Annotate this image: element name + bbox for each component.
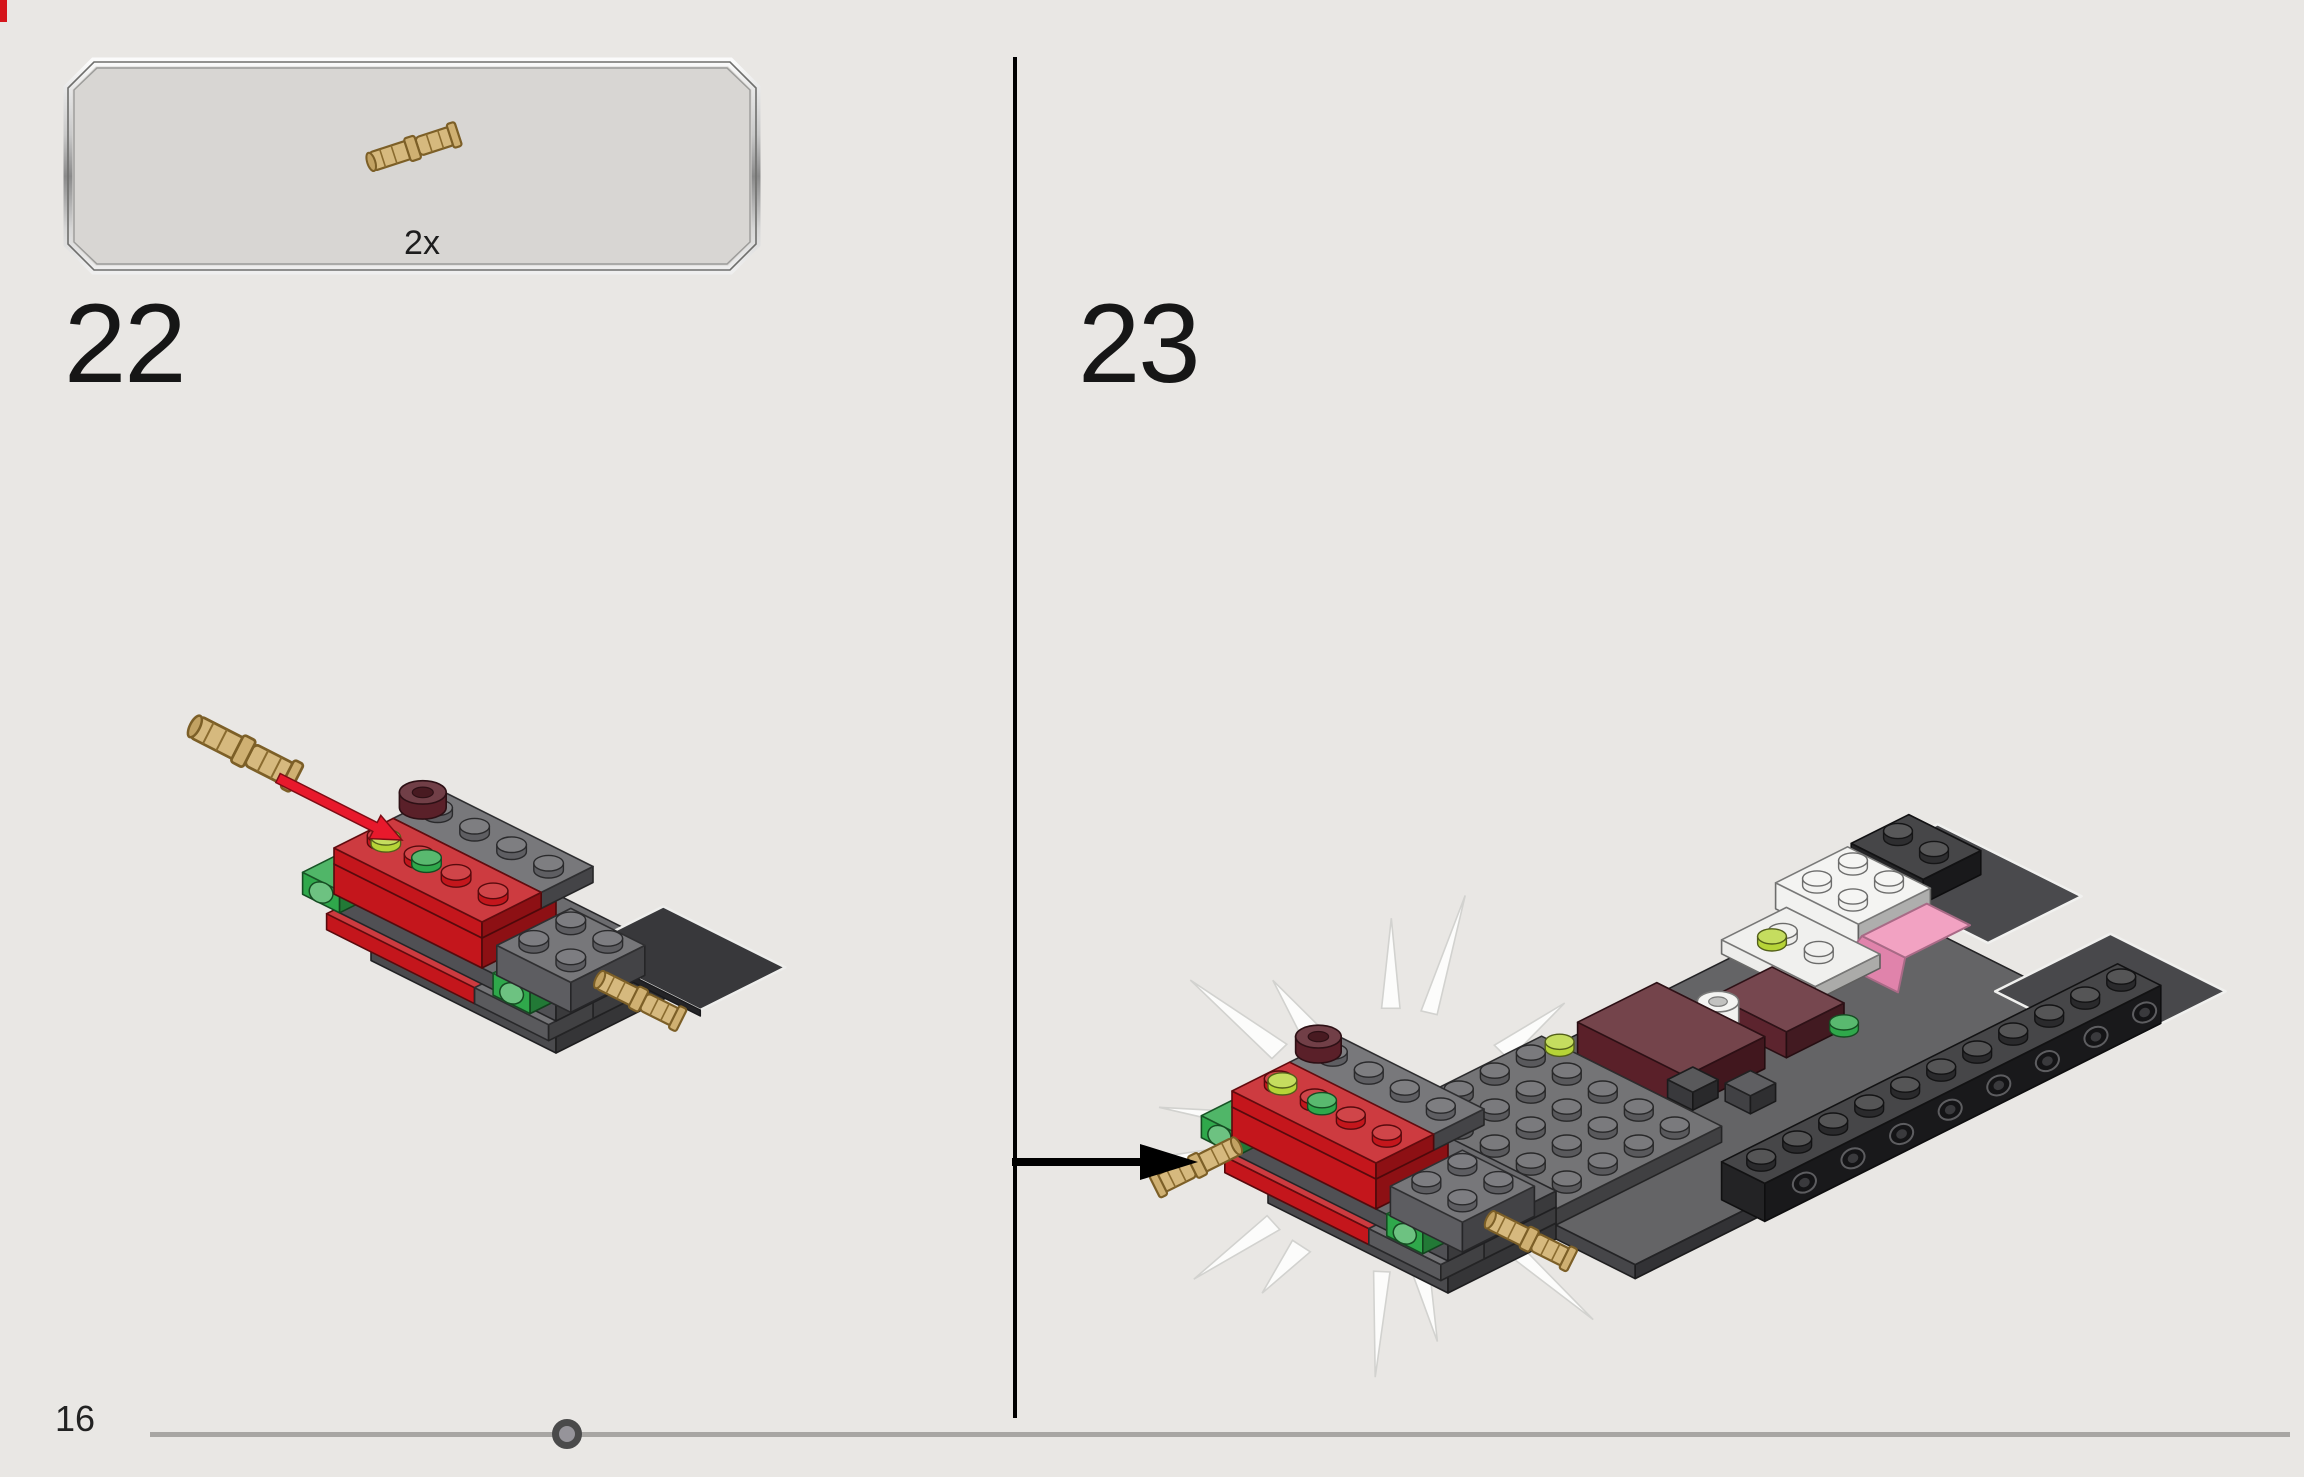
loose-pin-and-arrow [181, 708, 404, 841]
part-quantity-label: 2x [404, 224, 440, 262]
progress-track[interactable] [150, 1419, 2290, 1449]
page-edge-mark [0, 0, 7, 22]
step-arrow [1012, 1144, 1198, 1180]
progress-knob[interactable] [552, 1419, 583, 1449]
step-number-23: 23 [1078, 281, 1201, 406]
arrow-right-icon [1012, 1144, 1198, 1180]
step-23-illustration [1103, 813, 2227, 1378]
page-number: 16 [55, 1398, 96, 1439]
insert-arrow-icon [274, 772, 404, 841]
parts-callout-box [63, 57, 761, 275]
parts-callout: 2x [62, 56, 762, 281]
step-number-22: 22 [64, 281, 187, 406]
step-22-illustration [181, 708, 787, 1054]
red-green-assembly [1147, 1024, 1579, 1294]
step-divider-line [1013, 57, 1017, 1418]
red-green-assembly [301, 779, 787, 1054]
